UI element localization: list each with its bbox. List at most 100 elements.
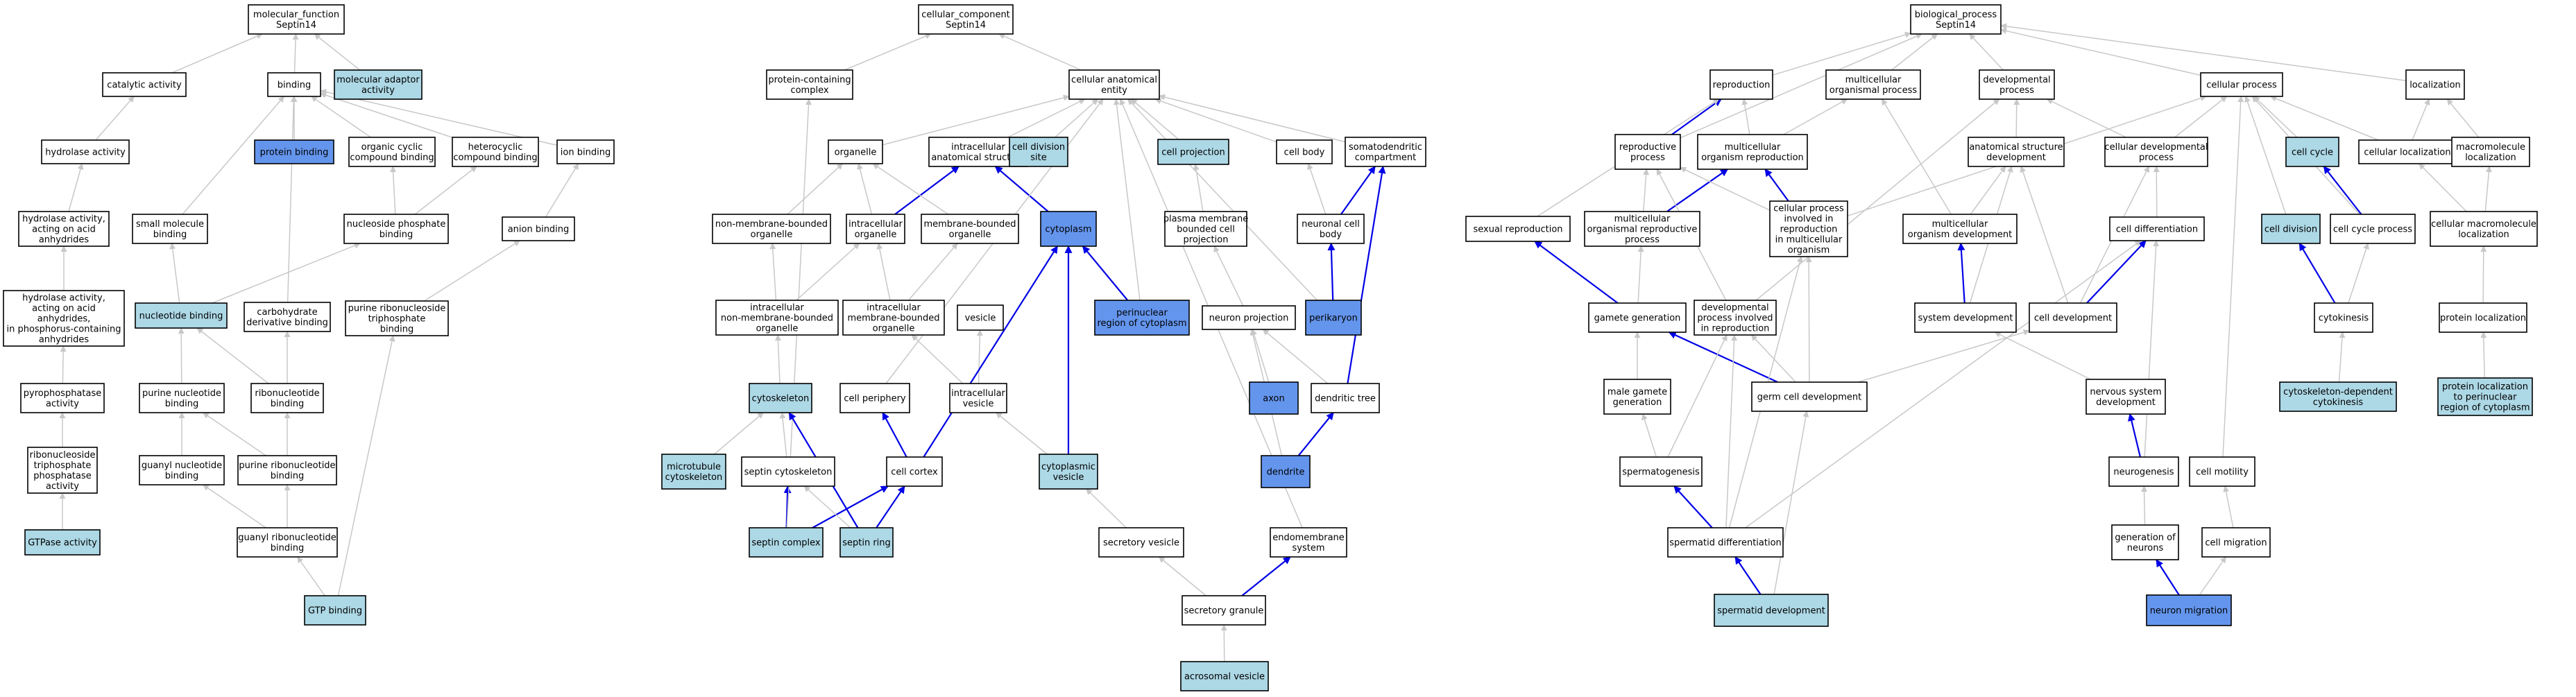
go-term-protein-binding[interactable]: protein binding [254, 139, 334, 164]
go-term-gamete-gen[interactable]: gamete generation [1588, 302, 1687, 333]
go-term-catalytic[interactable]: catalytic activity [102, 72, 187, 97]
go-term-cell-diff[interactable]: cell differentiation [2109, 216, 2205, 241]
go-term-reproduction[interactable]: reproduction [1709, 69, 1773, 100]
go-term-neuron-proj[interactable]: neuron projection [1202, 305, 1296, 330]
go-term-acrosomal[interactable]: acrosomal vesicle [1180, 661, 1269, 691]
go-term-cytoskeleton[interactable]: cytoskeleton [749, 383, 812, 413]
go-term-perikaryon[interactable]: perikaryon [1305, 300, 1362, 336]
go-term-gtp[interactable]: GTP binding [304, 595, 366, 626]
go-term-cell-body[interactable]: cell body [1276, 139, 1333, 164]
go-term-binding[interactable]: binding [267, 72, 321, 97]
go-term-dendritic-tree[interactable]: dendritic tree [1311, 383, 1380, 413]
go-term-septin-cs[interactable]: septin cytoskeleton [741, 456, 835, 487]
go-term-septin-ring[interactable]: septin ring [839, 527, 894, 558]
go-term-axon[interactable]: axon [1249, 381, 1299, 415]
go-term-localization[interactable]: localization [2405, 69, 2465, 100]
go-term-germ-cell-dev[interactable]: germ cell development [1751, 381, 1868, 412]
go-term-gtpase[interactable]: GTPase activity [24, 529, 101, 556]
go-term-cell-division[interactable]: cell division [2261, 214, 2321, 244]
go-term-cell-periphery[interactable]: cell periphery [839, 383, 910, 413]
go-term-nucleotide[interactable]: nucleotide binding [135, 302, 228, 329]
go-term-spermatogenesis[interactable]: spermatogenesis [1619, 456, 1703, 487]
go-term-cell-cycle[interactable]: cell cycle [2285, 137, 2339, 167]
go-term-sexual-repro[interactable]: sexual reproduction [1465, 216, 1571, 242]
go-term-protein-loc[interactable]: protein localization [2439, 302, 2527, 333]
go-term-secretory-vesicle[interactable]: secretory vesicle [1098, 527, 1184, 558]
go-term-anion[interactable]: anion binding [502, 216, 575, 241]
go-term-cytoplasm[interactable]: cytoplasm [1040, 211, 1097, 247]
go-term-neurogenesis[interactable]: neurogenesis [2108, 456, 2179, 487]
go-term-system-dev[interactable]: system development [1914, 302, 2017, 333]
go-term-vesicle[interactable]: vesicle [957, 304, 1004, 331]
go-term-cell-cycle-process[interactable]: cell cycle process [2330, 214, 2416, 244]
go-term-cell-cortex[interactable]: cell cortex [886, 456, 943, 487]
go-term-septin-complex[interactable]: septin complex [749, 527, 824, 558]
go-term-cytokinesis[interactable]: cytokinesis [2314, 302, 2373, 333]
go-term-cellular-process[interactable]: cellular process [2200, 72, 2283, 97]
go-term-hydrolase[interactable]: hydrolase activity [41, 139, 130, 164]
go-term-cell-proj[interactable]: cell projection [1157, 139, 1229, 165]
go-term-spermatid-diff[interactable]: spermatid differentiation [1667, 527, 1784, 558]
go-term-spermatid-dev[interactable]: spermatid development [1714, 594, 1829, 627]
go-term-dendrite[interactable]: dendrite [1261, 455, 1311, 488]
go-term-cell-localization[interactable]: cellular localization [2358, 139, 2457, 164]
go-term-organelle[interactable]: organelle [828, 139, 883, 164]
go-term-neuron-migration[interactable]: neuron migration [2146, 594, 2232, 626]
go-term-secretory-granule[interactable]: secretory granule [1182, 595, 1266, 626]
go-term-cell-motility[interactable]: cell motility [2189, 456, 2255, 487]
go-term-ion-binding[interactable]: ion binding [556, 139, 615, 164]
go-term-cell-migration[interactable]: cell migration [2201, 527, 2271, 558]
go-term-cell-development[interactable]: cell development [2029, 302, 2117, 333]
